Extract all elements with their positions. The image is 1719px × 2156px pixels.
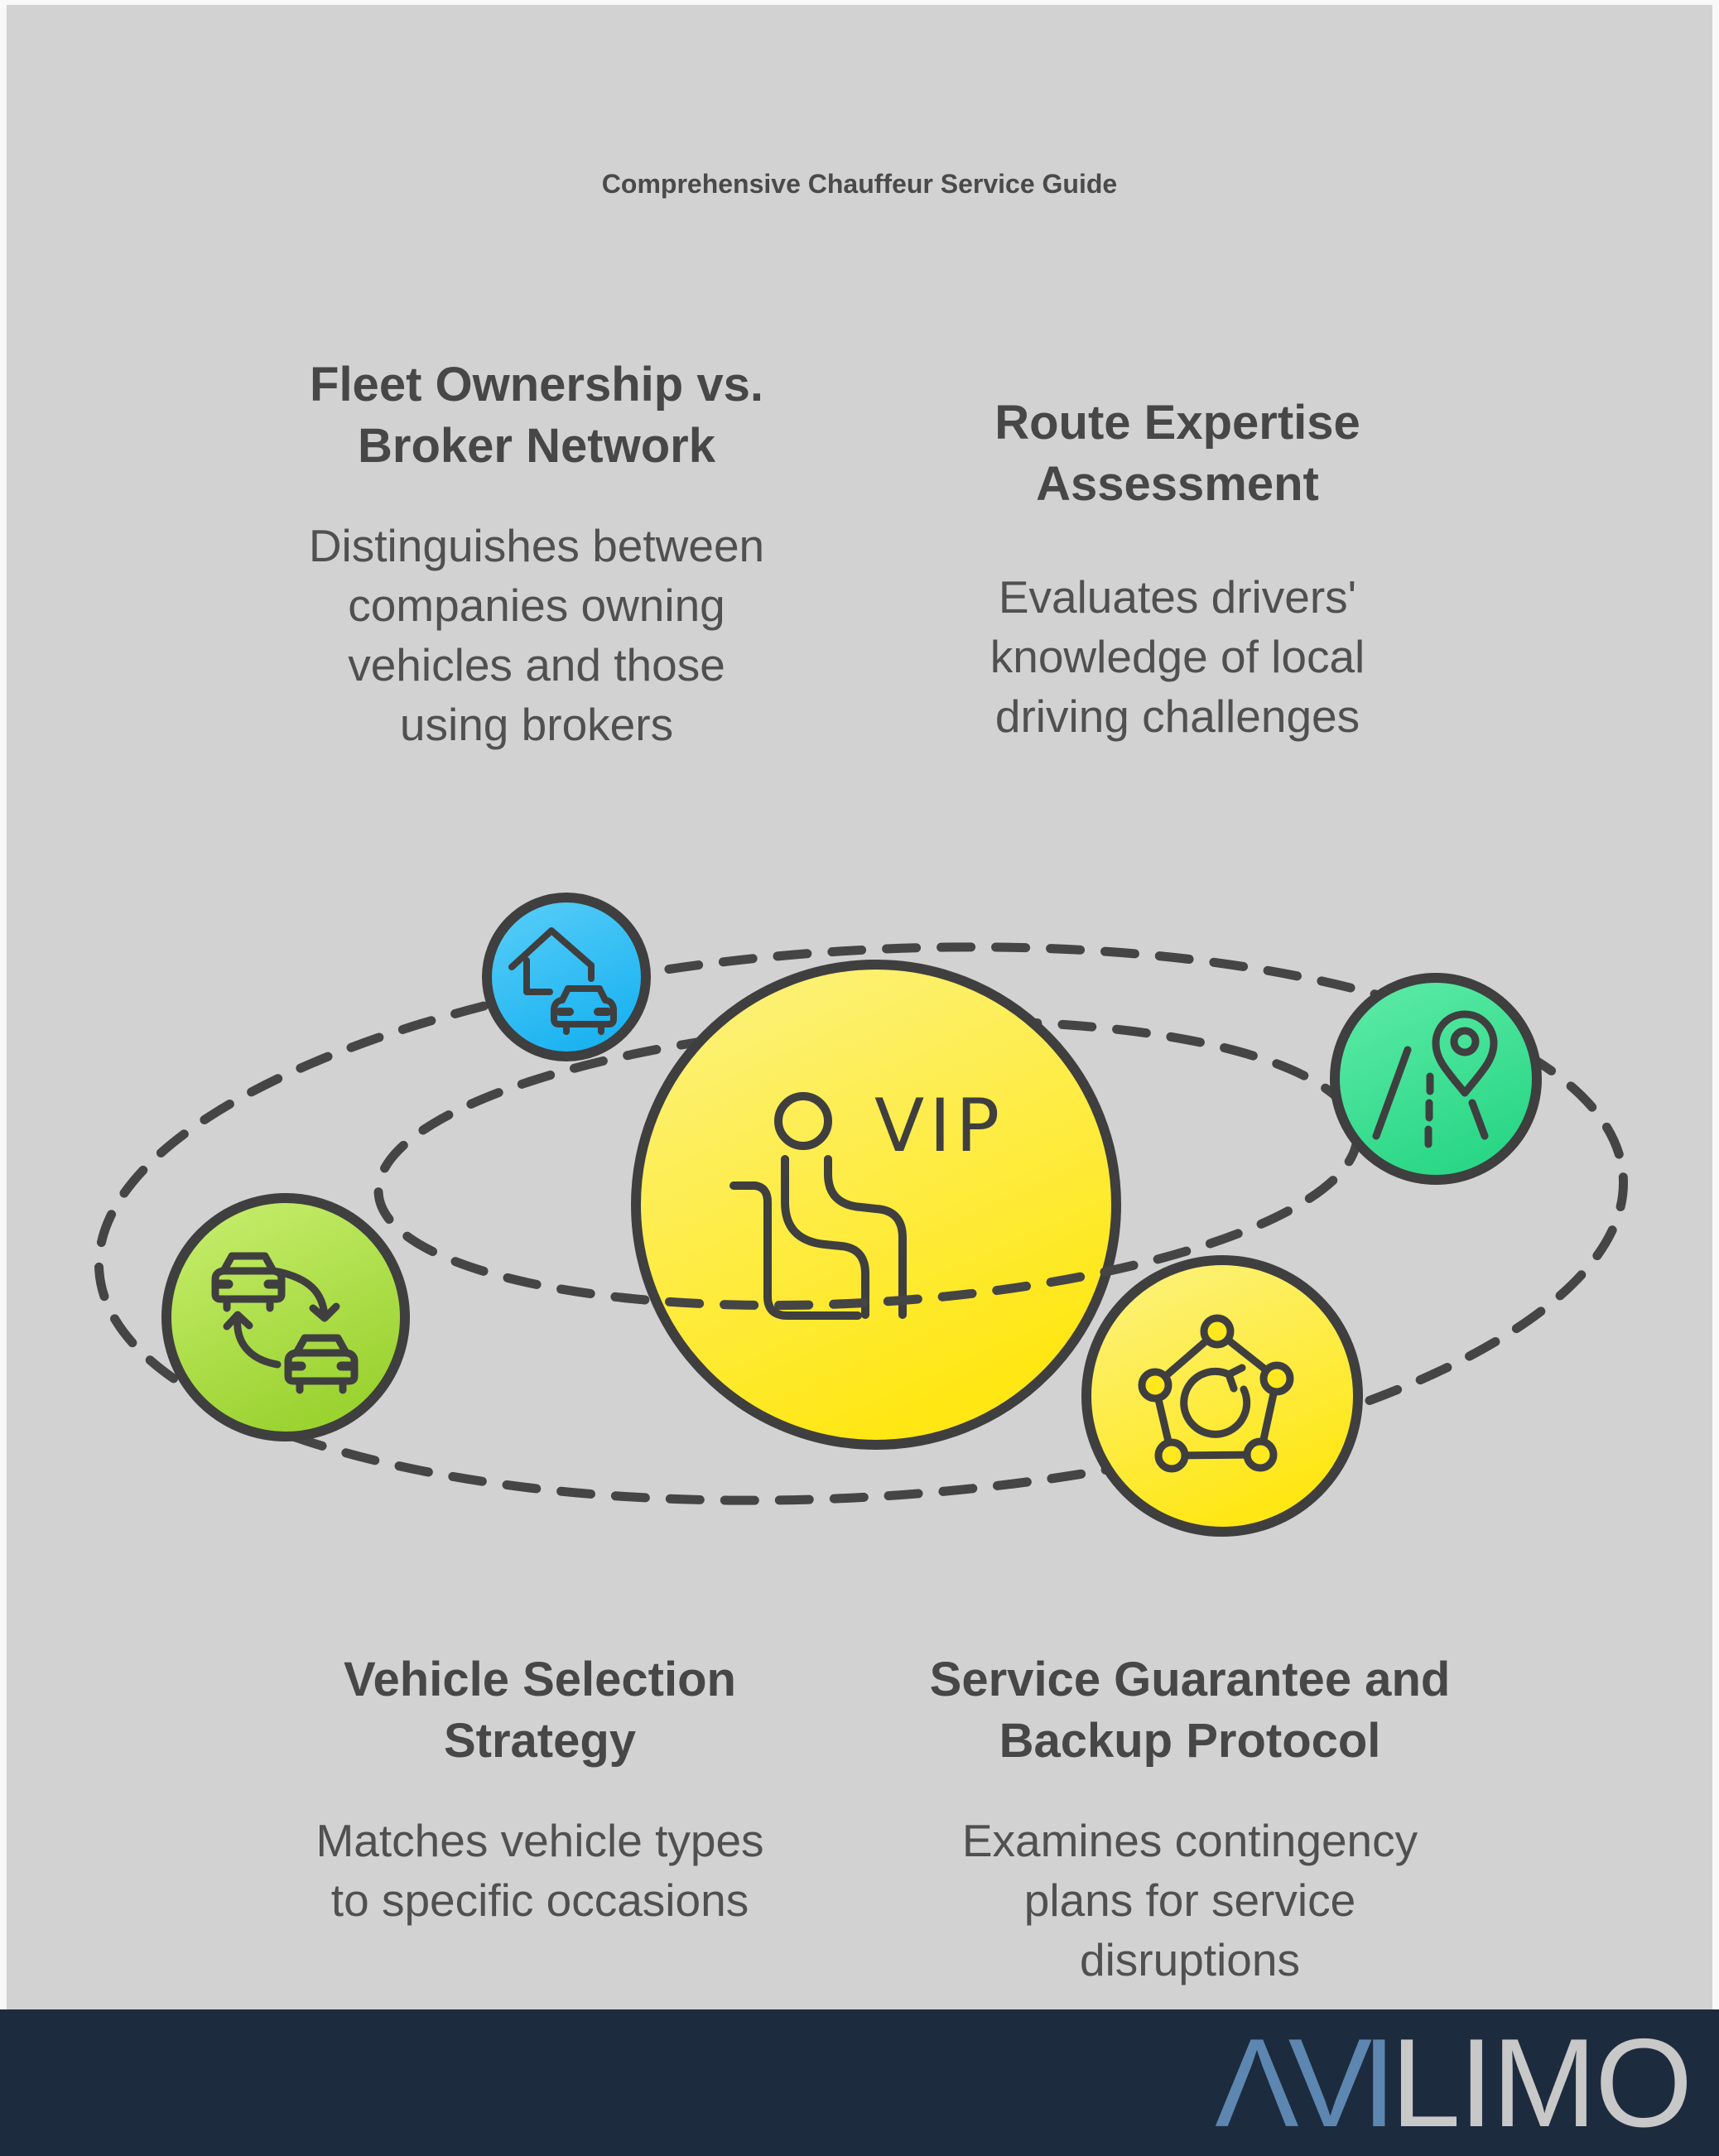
- road-location-pin-icon: [1372, 1010, 1498, 1148]
- outer-orbit-ellipse: [94, 942, 1629, 1505]
- satellite-route-expertise: [1330, 973, 1542, 1185]
- topic-fleet-ownership: Fleet Ownership vs. Broker Network Disti…: [288, 354, 785, 755]
- brand-logo-gray-part: LIMO: [1390, 2012, 1693, 2154]
- central-vip-circle: VIP: [631, 960, 1121, 1450]
- vip-passenger-seat-icon: [729, 1092, 907, 1320]
- vehicle-swap-icon: [211, 1252, 359, 1394]
- topic-body: Matches vehicle types to specific occasi…: [315, 1815, 764, 1927]
- satellite-fleet-ownership: [482, 893, 651, 1061]
- brand-logo-blue-part: ΛVI: [1215, 2012, 1396, 2154]
- satellite-vehicle-selection: [161, 1193, 410, 1441]
- topic-vehicle-selection: Vehicle Selection Strategy Matches vehic…: [291, 1649, 788, 1930]
- topic-heading: Vehicle Selection Strategy: [344, 1653, 736, 1768]
- page-title: Comprehensive Chauffeur Service Guide: [601, 169, 1118, 199]
- topic-heading: Service Guarantee and Backup Protocol: [929, 1653, 1451, 1768]
- topic-service-guarantee: Service Guarantee and Backup Protocol Ex…: [921, 1649, 1459, 1990]
- house-car-icon: [508, 927, 617, 1035]
- topic-route-expertise: Route Expertise Assessment Evaluates dri…: [970, 392, 1384, 746]
- topic-body: Distinguishes between companies owning v…: [308, 520, 765, 751]
- topic-body: Evaluates drivers' knowledge of local dr…: [990, 571, 1365, 743]
- satellite-service-guarantee: [1081, 1255, 1363, 1537]
- topic-heading: Route Expertise Assessment: [994, 396, 1360, 511]
- footer-bar: ΛVILIMO: [0, 2009, 1719, 2156]
- brand-logo: ΛVILIMO: [1215, 2020, 1693, 2146]
- vip-label: VIP: [874, 1083, 1004, 1168]
- pentagon-refresh-icon: [1138, 1314, 1294, 1473]
- topic-body: Examines contingency plans for service d…: [961, 1815, 1418, 1986]
- topic-heading: Fleet Ownership vs. Broker Network: [310, 358, 763, 473]
